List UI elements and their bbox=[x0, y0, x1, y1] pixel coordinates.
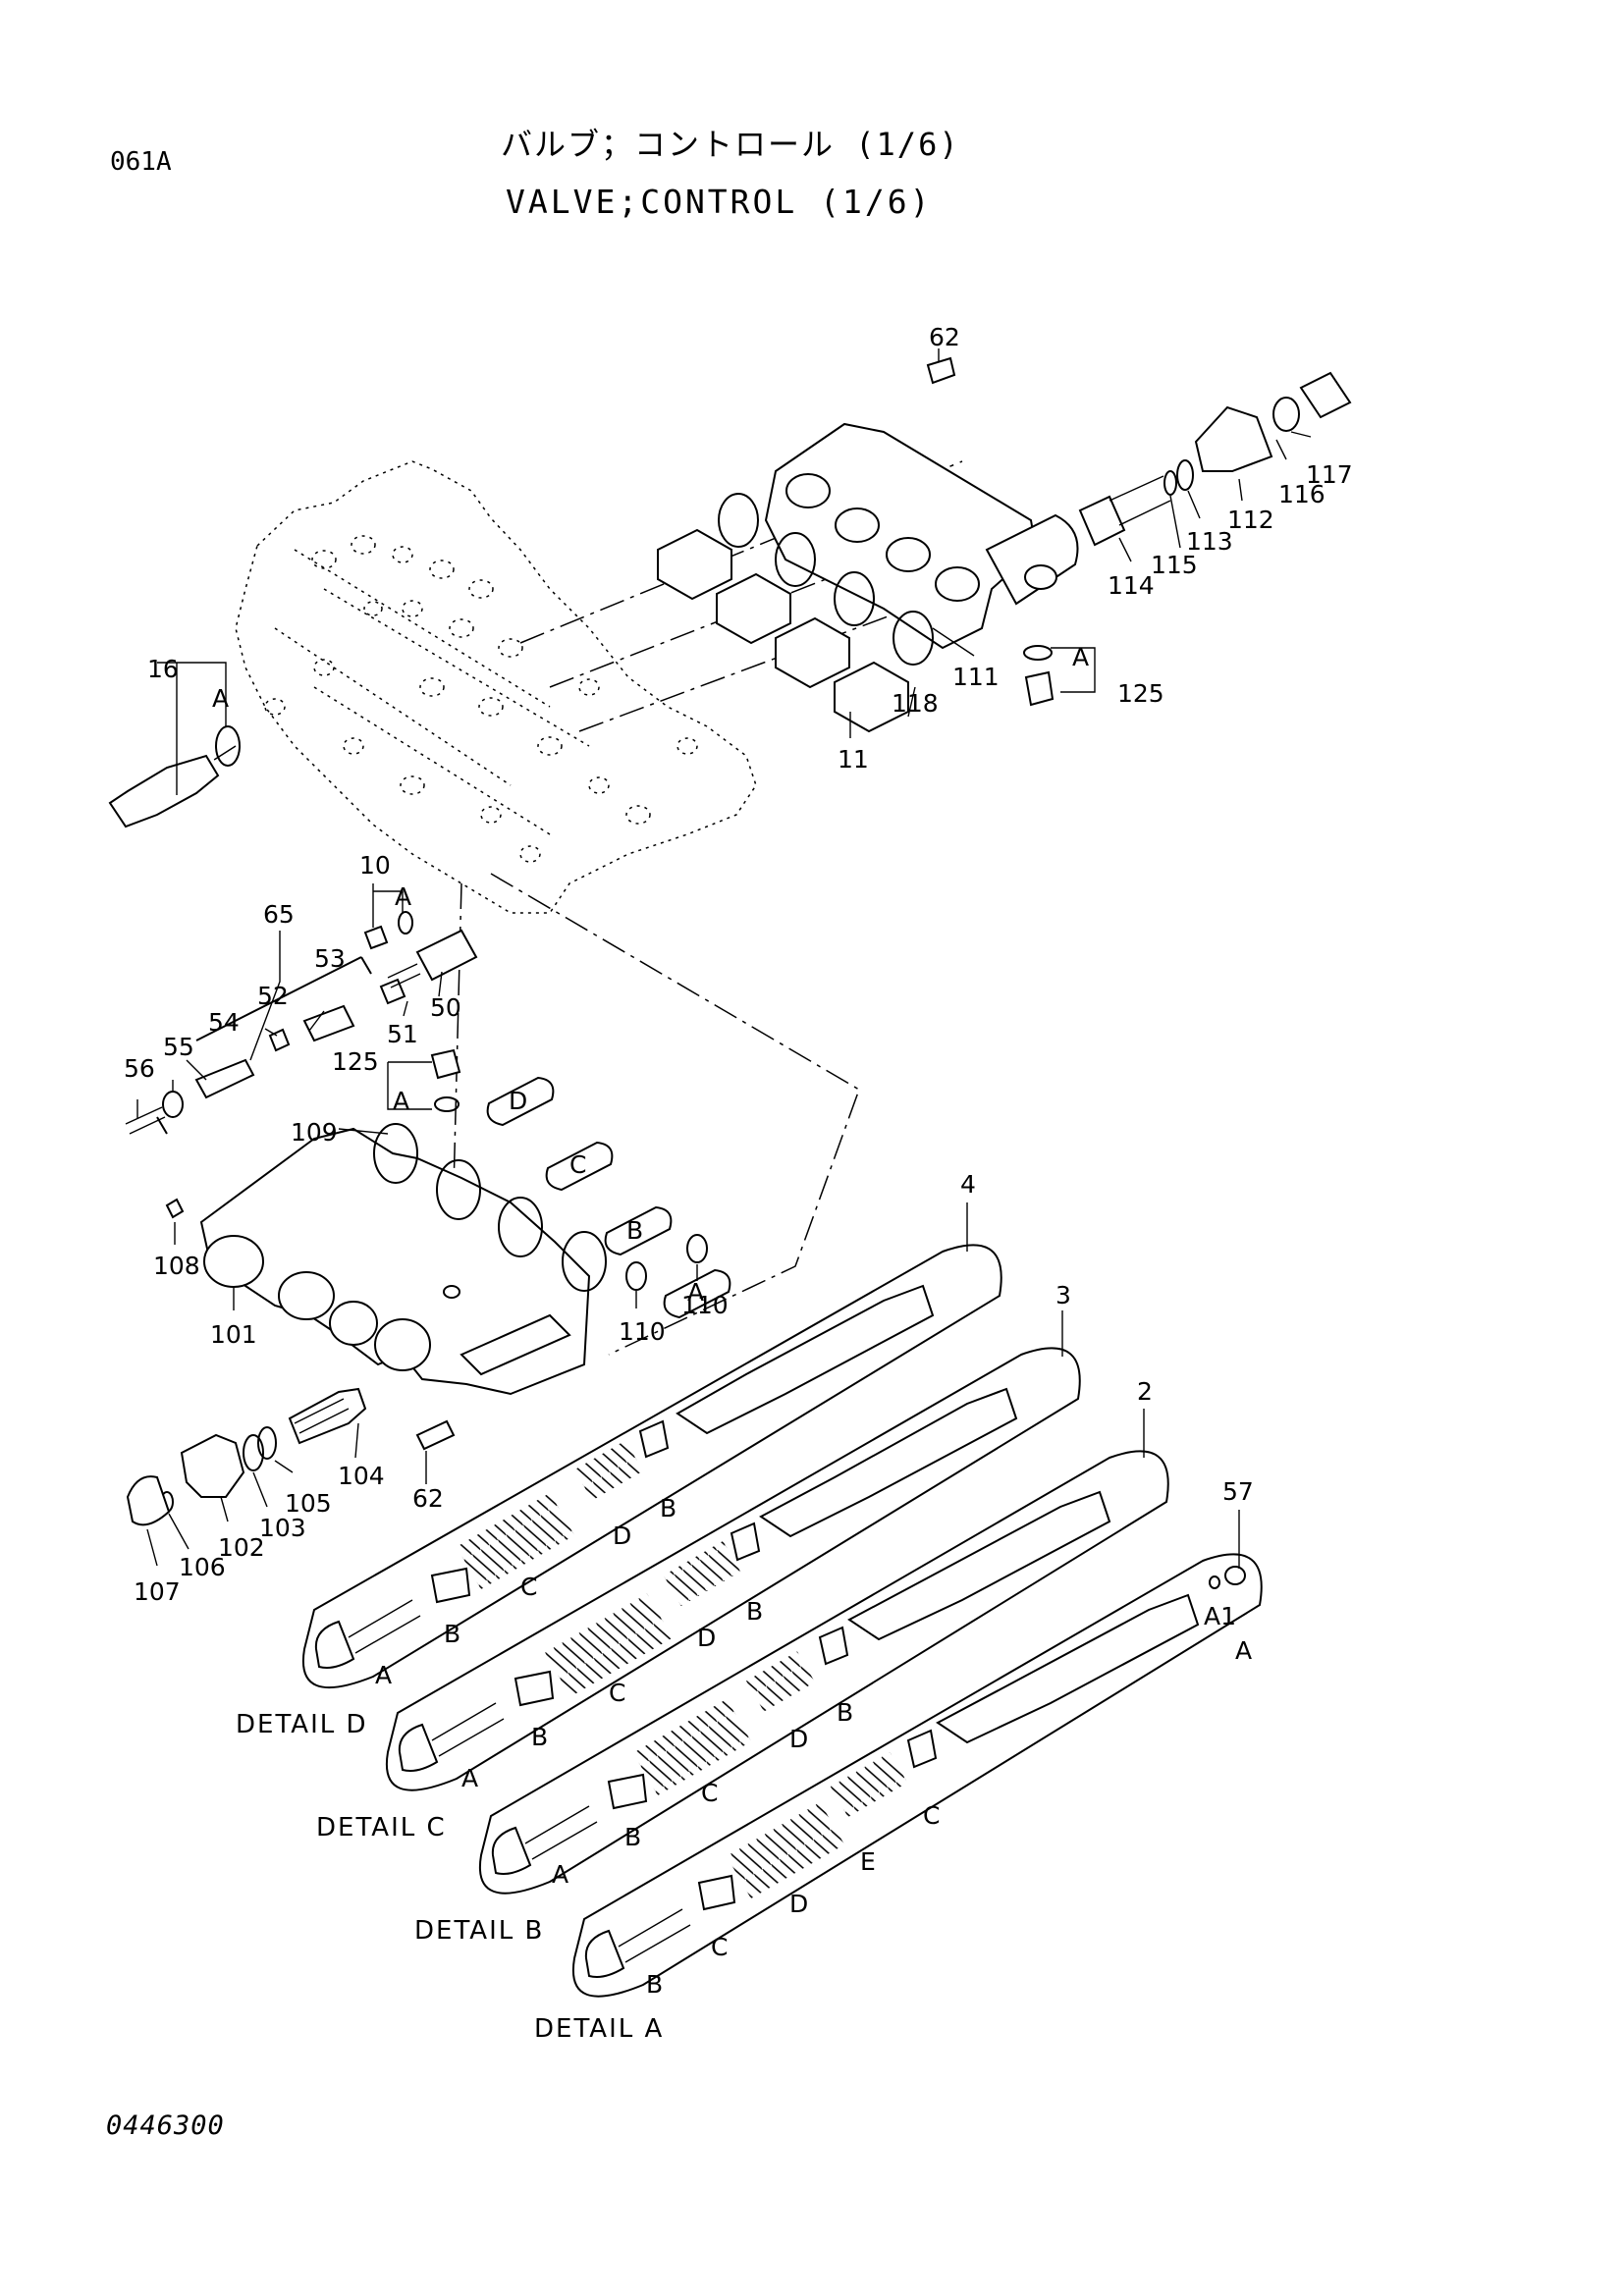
leader-lines bbox=[136, 348, 1312, 1569]
detail-a-b: B bbox=[646, 1970, 663, 1999]
part-65-label: 65 bbox=[263, 900, 295, 929]
page-code: 061A bbox=[110, 147, 172, 177]
part-114-label: 114 bbox=[1108, 571, 1155, 600]
detail-a-caption: DETAIL A bbox=[534, 2014, 664, 2044]
part-11-label: 11 bbox=[838, 745, 869, 774]
part-4-label: 4 bbox=[960, 1170, 976, 1199]
part-57-label: 57 bbox=[1222, 1477, 1254, 1506]
detail-b-b2: B bbox=[837, 1698, 853, 1727]
detail-d-b2: B bbox=[660, 1494, 676, 1522]
part-62-mid-label: 62 bbox=[412, 1484, 444, 1513]
part-105-label: 105 bbox=[285, 1489, 332, 1518]
part-106-label: 106 bbox=[179, 1553, 226, 1581]
detail-captions: DETAIL D DETAIL C DETAIL B DETAIL A bbox=[236, 1710, 664, 2044]
bubble-b-label: B bbox=[626, 1216, 643, 1245]
spool-casing-101 bbox=[126, 1048, 731, 1526]
callout-a-top: A bbox=[1072, 643, 1089, 671]
detail-a-c2: C bbox=[923, 1801, 940, 1830]
detail-d-a: A bbox=[375, 1661, 392, 1689]
part-112-label: 112 bbox=[1227, 506, 1274, 534]
part-50-label: 50 bbox=[430, 993, 461, 1022]
spool-detail-a bbox=[571, 1553, 1263, 1998]
callout-a-16: A bbox=[212, 684, 229, 713]
part-116-label: 116 bbox=[1278, 480, 1325, 508]
detail-a-e: E bbox=[860, 1847, 876, 1876]
part-3-label: 3 bbox=[1055, 1281, 1071, 1309]
bubble-c-label: C bbox=[569, 1150, 586, 1179]
callout-a-10: A bbox=[395, 882, 411, 911]
detail-b-c: C bbox=[701, 1779, 718, 1807]
part-52-label: 52 bbox=[257, 982, 289, 1010]
detail-c-b2: B bbox=[746, 1597, 763, 1626]
detail-b-caption: DETAIL B bbox=[414, 1916, 544, 1946]
part-110-a-label: 110 bbox=[619, 1317, 666, 1346]
detail-c-c: C bbox=[609, 1679, 625, 1707]
part-number-labels: 62 117 116 112 113 115 114 111 A 125 118… bbox=[124, 323, 1353, 1606]
bubble-d-label: D bbox=[509, 1087, 527, 1115]
part-104-label: 104 bbox=[338, 1462, 385, 1490]
part-107-label: 107 bbox=[134, 1577, 181, 1606]
part-53-label: 53 bbox=[314, 944, 346, 973]
part-113-label: 113 bbox=[1186, 527, 1233, 556]
detail-b-a: A bbox=[552, 1860, 568, 1889]
detail-d-d: D bbox=[613, 1522, 631, 1550]
spool-detail-d bbox=[301, 1244, 1002, 1689]
spool-detail-c bbox=[385, 1347, 1081, 1791]
detail-a-d: D bbox=[789, 1890, 808, 1918]
detail-b-d: D bbox=[789, 1725, 808, 1753]
spool-letter-labels: A B C D B A B C D B A B C D B B C D E C … bbox=[375, 1494, 1252, 1999]
part-62-top-label: 62 bbox=[929, 323, 960, 351]
detail-d-b1: B bbox=[444, 1620, 460, 1648]
detail-c-d: D bbox=[697, 1624, 716, 1652]
part-56-label: 56 bbox=[124, 1054, 155, 1083]
part-54-label: 54 bbox=[208, 1008, 240, 1037]
part-103-label: 103 bbox=[259, 1514, 306, 1542]
detail-c-caption: DETAIL C bbox=[316, 1813, 447, 1842]
title-english: VALVE;CONTROL (1/6) bbox=[506, 183, 933, 221]
part-115-label: 115 bbox=[1151, 551, 1198, 579]
detail-d-caption: DETAIL D bbox=[236, 1710, 368, 1739]
part-16-label: 16 bbox=[147, 655, 179, 683]
detail-a-c1: C bbox=[711, 1933, 728, 1961]
part-125-top-label: 125 bbox=[1117, 679, 1164, 708]
detail-a-a1: A1 bbox=[1204, 1602, 1236, 1630]
part-110-b-label: 110 bbox=[681, 1291, 729, 1319]
part-55-label: 55 bbox=[163, 1033, 194, 1061]
part-111-label: 111 bbox=[952, 663, 1000, 691]
part-125-mid-label: 125 bbox=[332, 1047, 379, 1076]
detail-b-b1: B bbox=[624, 1823, 641, 1851]
part-109-label: 109 bbox=[291, 1118, 338, 1147]
part-118-label: 118 bbox=[892, 689, 939, 718]
part-117-label: 117 bbox=[1306, 460, 1353, 489]
part-2-label: 2 bbox=[1137, 1377, 1153, 1406]
drawing-number: 0446300 bbox=[106, 2110, 225, 2141]
detail-d-c: C bbox=[520, 1573, 537, 1601]
bubble-a-label: A bbox=[687, 1278, 704, 1307]
cover-assembly-top bbox=[657, 356, 1352, 733]
part-108-label: 108 bbox=[153, 1252, 200, 1280]
callout-a-125: A bbox=[393, 1087, 409, 1115]
left-plug-assembly bbox=[108, 725, 478, 1135]
detail-a-a: A bbox=[1235, 1636, 1252, 1665]
part-102-label: 102 bbox=[218, 1533, 265, 1562]
part-51-label: 51 bbox=[387, 1020, 418, 1048]
part-10-label: 10 bbox=[359, 851, 391, 880]
valve-body-housing bbox=[235, 460, 757, 914]
title-japanese: バルブ；コントロール (1/6) bbox=[501, 126, 960, 163]
part-101-label: 101 bbox=[210, 1320, 257, 1349]
detail-c-a: A bbox=[461, 1764, 478, 1792]
detail-c-b1: B bbox=[531, 1723, 548, 1751]
spool-detail-b bbox=[478, 1450, 1169, 1895]
